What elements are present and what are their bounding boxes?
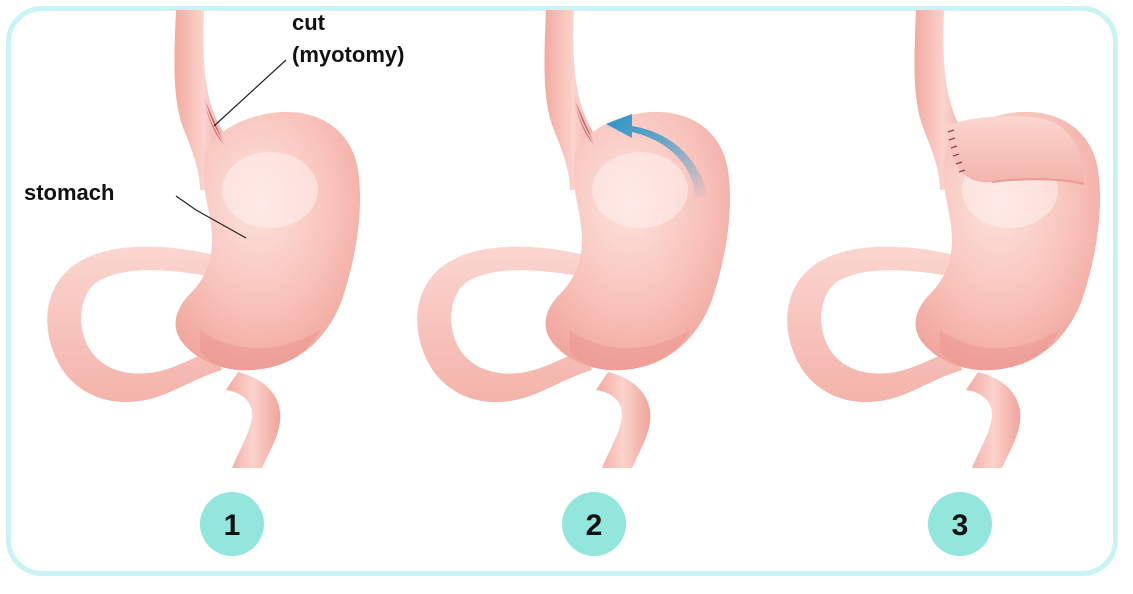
step-1-number: 1 [224, 509, 241, 542]
stomach-label: stomach [24, 180, 114, 205]
step-2-number: 2 [586, 509, 603, 542]
cut-label: cut [292, 10, 326, 35]
step-3-number: 3 [952, 509, 969, 542]
panel-2: 2 [417, 10, 730, 556]
panel-3: 3 [787, 10, 1100, 556]
myotomy-label: (myotomy) [292, 42, 404, 67]
panel-1: cut (myotomy) stomach 1 [24, 10, 404, 556]
